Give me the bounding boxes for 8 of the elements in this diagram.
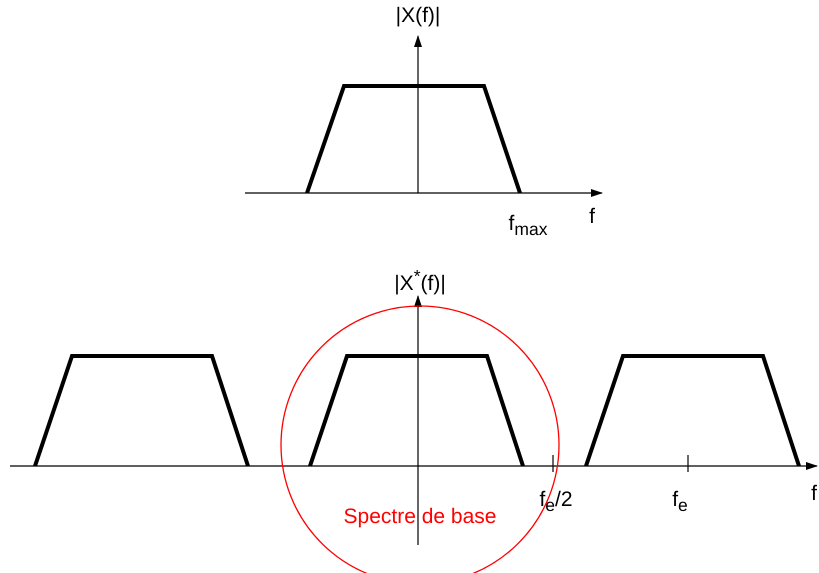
tick-label: f$_{max}$ bbox=[508, 212, 548, 240]
circle-caption: Spectre de base bbox=[344, 505, 496, 529]
tick-label: f$_{e}$ bbox=[672, 488, 688, 516]
axis-label: f bbox=[589, 205, 595, 229]
axis-label: |X(f)| bbox=[396, 4, 440, 28]
axis-label: f bbox=[811, 482, 817, 506]
tick-label: f$_{e}$/2 bbox=[539, 488, 573, 516]
axis-label: |X$^{*}$(f)| bbox=[394, 266, 446, 296]
